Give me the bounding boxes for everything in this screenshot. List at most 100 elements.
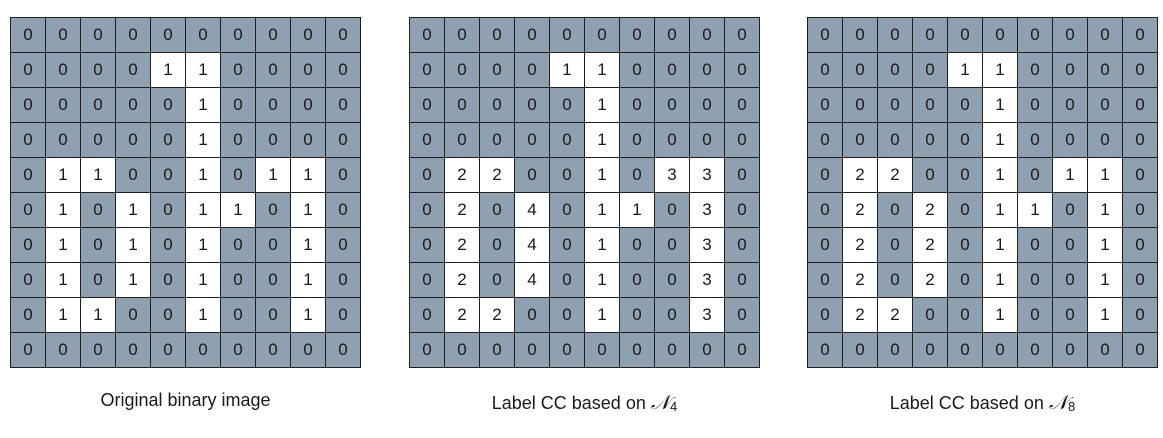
pixel-cell: 0 <box>843 333 877 367</box>
pixel-cell: 0 <box>1053 53 1087 87</box>
pixel-cell: 1 <box>46 193 80 227</box>
pixel-cell: 0 <box>1123 18 1157 52</box>
pixel-cell: 0 <box>843 18 877 52</box>
pixel-cell: 1 <box>186 53 220 87</box>
pixel-cell: 1 <box>1088 228 1122 262</box>
pixel-cell: 0 <box>948 158 982 192</box>
pixel-cell: 0 <box>326 333 360 367</box>
pixel-cell: 1 <box>186 263 220 297</box>
pixel-cell: 0 <box>550 263 584 297</box>
pixel-cell: 1 <box>585 263 619 297</box>
pixel-cell: 1 <box>983 88 1017 122</box>
pixel-cell: 0 <box>445 123 479 157</box>
pixel-cell: 1 <box>46 263 80 297</box>
pixel-cell: 0 <box>1123 123 1157 157</box>
pixel-cell: 0 <box>550 298 584 332</box>
pixel-cell: 1 <box>1053 158 1087 192</box>
pixel-cell: 0 <box>585 333 619 367</box>
pixel-cell: 0 <box>151 158 185 192</box>
pixel-cell: 4 <box>515 228 549 262</box>
pixel-cell: 0 <box>913 18 947 52</box>
pixel-cell: 0 <box>1018 53 1052 87</box>
pixel-cell: 2 <box>843 228 877 262</box>
pixel-cell: 0 <box>256 53 290 87</box>
pixel-cell: 0 <box>913 333 947 367</box>
pixel-cell: 0 <box>291 333 325 367</box>
pixel-cell: 0 <box>1053 123 1087 157</box>
pixel-cell: 0 <box>1018 158 1052 192</box>
pixel-cell: 0 <box>913 53 947 87</box>
pixel-cell: 0 <box>725 18 759 52</box>
pixel-cell: 0 <box>46 88 80 122</box>
pixel-cell: 0 <box>1088 123 1122 157</box>
pixel-cell: 1 <box>186 193 220 227</box>
pixel-cell: 0 <box>515 53 549 87</box>
pixel-cell: 0 <box>655 228 689 262</box>
pixel-cell: 1 <box>291 228 325 262</box>
pixel-cell: 0 <box>1053 88 1087 122</box>
pixel-cell: 1 <box>46 158 80 192</box>
pixel-cell: 0 <box>808 18 842 52</box>
pixel-cell: 0 <box>515 18 549 52</box>
pixel-cell: 0 <box>515 88 549 122</box>
pixel-cell: 0 <box>410 193 444 227</box>
pixel-cell: 0 <box>1018 18 1052 52</box>
pixel-cell: 0 <box>81 123 115 157</box>
neighborhood-symbol: 𝒩 <box>1048 390 1069 414</box>
pixel-cell: 0 <box>808 333 842 367</box>
pixel-cell: 0 <box>221 263 255 297</box>
pixel-cell: 0 <box>878 88 912 122</box>
pixel-cell: 0 <box>1123 333 1157 367</box>
pixel-cell: 1 <box>186 228 220 262</box>
pixel-cell: 2 <box>445 298 479 332</box>
pixel-cell: 0 <box>221 298 255 332</box>
pixel-cell: 0 <box>445 88 479 122</box>
pixel-cell: 0 <box>11 298 45 332</box>
pixel-cell: 0 <box>326 18 360 52</box>
pixel-cell: 2 <box>878 298 912 332</box>
pixel-cell: 3 <box>690 193 724 227</box>
pixel-cell: 0 <box>808 53 842 87</box>
pixel-cell: 1 <box>1088 193 1122 227</box>
pixel-cell: 0 <box>326 88 360 122</box>
pixel-cell: 0 <box>81 88 115 122</box>
pixel-cell: 1 <box>151 53 185 87</box>
pixel-cell: 0 <box>913 88 947 122</box>
pixel-cell: 2 <box>913 263 947 297</box>
pixel-cell: 0 <box>690 88 724 122</box>
pixel-cell: 1 <box>1018 193 1052 227</box>
pixel-cell: 0 <box>620 123 654 157</box>
pixel-cell: 0 <box>291 53 325 87</box>
pixel-cell: 0 <box>151 18 185 52</box>
pixel-cell: 1 <box>585 193 619 227</box>
pixel-cell: 0 <box>808 123 842 157</box>
pixel-cell: 0 <box>655 263 689 297</box>
pixel-cell: 0 <box>948 123 982 157</box>
pixel-cell: 0 <box>410 298 444 332</box>
pixel-cell: 0 <box>410 333 444 367</box>
pixel-cell: 0 <box>46 53 80 87</box>
pixel-cell: 0 <box>1123 228 1157 262</box>
pixel-cell: 3 <box>690 228 724 262</box>
caption-label-n4: Label CC based on 𝒩4 <box>409 390 760 414</box>
pixel-cell: 0 <box>808 228 842 262</box>
pixel-cell: 1 <box>983 158 1017 192</box>
pixel-cell: 0 <box>151 333 185 367</box>
pixel-cell: 4 <box>515 193 549 227</box>
pixel-cell: 0 <box>1088 88 1122 122</box>
pixel-cell: 0 <box>256 228 290 262</box>
pixel-cell: 1 <box>46 228 80 262</box>
pixel-cell: 0 <box>11 53 45 87</box>
pixel-cell: 0 <box>480 263 514 297</box>
pixel-cell: 0 <box>291 88 325 122</box>
pixel-cell: 0 <box>480 228 514 262</box>
pixel-cell: 0 <box>221 88 255 122</box>
caption-text: Label CC based on <box>889 393 1049 413</box>
pixel-cell: 0 <box>256 263 290 297</box>
pixel-cell: 0 <box>256 193 290 227</box>
pixel-cell: 0 <box>1088 333 1122 367</box>
pixel-cell: 1 <box>116 193 150 227</box>
pixel-cell: 2 <box>843 298 877 332</box>
